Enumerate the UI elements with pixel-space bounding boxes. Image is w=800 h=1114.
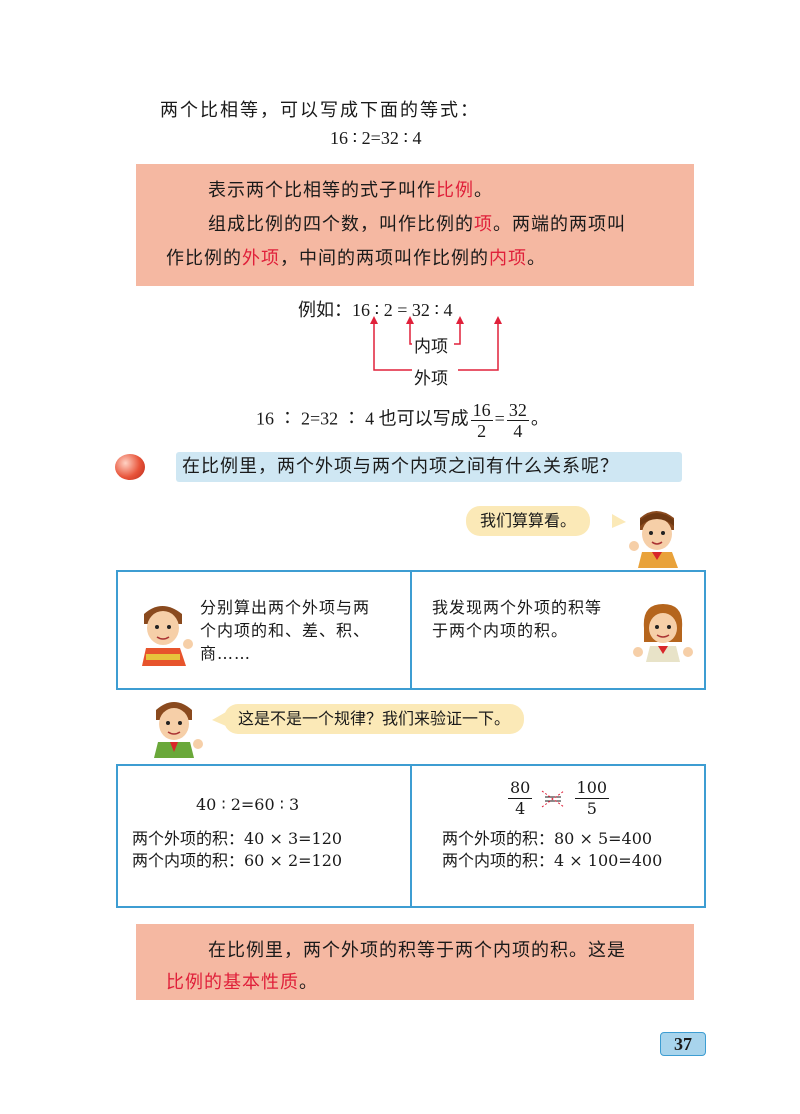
definition-line-3: 作比例的外项，中间的两项叫作比例的内项。 [166,244,546,270]
example-d: 4 [443,300,453,320]
term-item: 项 [474,214,493,235]
property-line-2: 比例的基本性质。 [166,968,318,994]
denominator: 2 [477,421,487,441]
def-text: 。两端的两项叫 [493,214,626,235]
denominator: 4 [513,421,523,441]
equals: = [397,300,408,320]
example-line: 例如：16 ∶ 2 = 32 ∶ 4 [298,296,453,322]
right-outer-product: 两个外项的积：80 × 5=400 [442,829,653,848]
numerator: 32 [506,400,529,421]
boy-character-icon [154,702,203,758]
bubble-tail-icon [612,514,626,528]
def-text: 表示两个比相等的式子叫作 [208,180,436,201]
girl-character-icon [633,604,693,662]
inner-term-label: 内项 [412,332,450,357]
term-proportion: 比例 [436,180,474,201]
term-inner: 内项 [489,248,527,269]
def-text: 组成比例的四个数，叫作比例的 [208,214,474,235]
period: 。 [530,408,549,429]
left-inner-product: 两个内项的积：60 × 2=120 [132,851,343,870]
left-outer-product: 两个外项的积：40 × 3=120 [132,829,343,848]
denominator: 4 [515,799,526,818]
outer-term-label: 外项 [412,364,450,389]
property-box: 在比例里，两个外项的积等于两个内项的积。这是 比例的基本性质。 [136,924,694,1000]
text-line: 个内项的和、差、积、 [200,621,371,640]
numerator: 100 [574,778,610,799]
numerator: 80 [508,778,533,799]
term-outer: 外项 [242,248,280,269]
verification-panel: 40 ∶ 2=60 ∶ 3 两个外项的积：40 × 3=120 两个内项的积：6… [116,764,706,908]
example-label: 例如： [298,300,352,321]
ball-icon [115,454,145,480]
property-line-1: 在比例里，两个外项的积等于两个内项的积。这是 [208,940,626,961]
right-inner-product: 两个内项的积：4 × 100=400 [442,851,663,870]
bubble-tail-icon [212,712,226,726]
cross-multiply-icon [542,790,565,807]
panel-divider [410,766,412,906]
right-discussion: 我发现两个外项的积等 于两个内项的积。 [432,596,602,642]
example-a: 16 [352,300,370,320]
text-line: 我发现两个外项的积等 [432,598,603,617]
left-equation: 40 ∶ 2=60 ∶ 3 [196,795,300,814]
page-number: 37 [660,1032,706,1056]
text-line: 分别算出两个外项与两 [200,598,371,617]
text-line: 于两个内项的积。 [432,621,569,640]
def-text: ，中间的两项叫作比例的 [280,248,489,269]
speech-bubble: 我们算算看。 [466,506,591,536]
equals: = [494,408,505,429]
question-banner: 在比例里，两个外项与两个内项之间有什么关系呢？ [176,452,682,482]
example-b: 2 [383,300,393,320]
numerator: 16 [470,400,493,421]
definition-line-2: 组成比例的四个数，叫作比例的项。两端的两项叫 [208,210,626,236]
def-text: 。 [527,248,546,269]
denominator: 5 [586,799,597,818]
panel-divider [410,572,412,688]
definition-box: 表示两个比相等的式子叫作比例。 组成比例的四个数，叫作比例的项。两端的两项叫 作… [136,164,694,286]
example-c: 32 [411,300,430,320]
fraction-text: 16 ∶ 2=32 ∶ 4 也可以写成 [256,408,469,429]
boy-character-icon [629,511,678,568]
period: 。 [299,972,318,993]
equation: 16 ∶ 2=32 ∶ 4 [330,128,422,148]
boy-character-icon [142,606,193,666]
def-text: 。 [474,180,493,201]
speech-bubble: 这是不是一个规律？我们来验证一下。 [224,704,525,734]
term-basic-property: 比例的基本性质 [166,972,299,993]
text-line: 商…… [200,644,252,663]
left-discussion: 分别算出两个外项与两 个内项的和、差、积、 商…… [200,596,370,665]
discussion-panel: 分别算出两个外项与两 个内项的和、差、积、 商…… 我发现两个外项的积等 于两个… [116,570,706,690]
colon: ∶ [374,300,380,320]
colon: ∶ [434,300,440,320]
def-text: 作比例的 [166,248,242,269]
bracket-arrows [370,316,502,371]
intro-text: 两个比相等，可以写成下面的等式： [160,100,480,121]
definition-line-1: 表示两个比相等的式子叫作比例。 [208,176,493,202]
